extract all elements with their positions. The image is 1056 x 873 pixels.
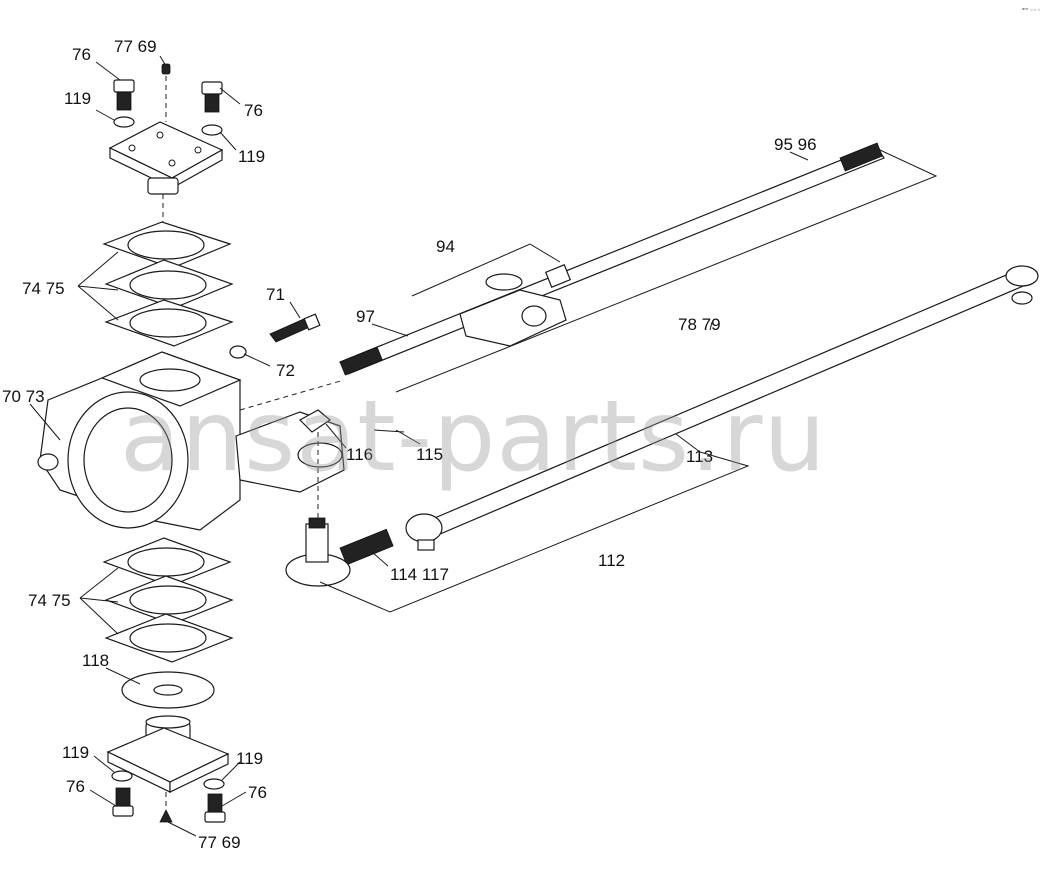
thrust-washer-118 [121, 671, 215, 709]
bolt-71 [269, 313, 321, 343]
label-116: 116 [346, 445, 373, 464]
upper-shims [102, 221, 234, 347]
tie-rod-lower [285, 265, 1039, 613]
label-97: 97 [356, 307, 375, 326]
label-95-96: 95 96 [774, 135, 817, 154]
label-76-bottom-right: 76 [248, 783, 267, 802]
label-76-top-left: 76 [72, 45, 91, 64]
top-cap-assembly [108, 63, 224, 230]
label-119-top-right: 119 [238, 147, 265, 166]
label-74-75-lower: 74 75 [28, 591, 71, 610]
label-76-top-right: 76 [244, 101, 263, 120]
label-114-117: 114 117 [390, 565, 449, 584]
label-74-75-upper: 74 75 [22, 279, 65, 298]
steering-knuckle [37, 351, 345, 531]
tie-rod-upper [339, 142, 938, 393]
label-77-69-bottom: 77 69 [198, 833, 241, 852]
bolt-top-right [201, 81, 223, 113]
label-112: 112 [598, 551, 625, 570]
label-94: 94 [436, 237, 455, 256]
top-cap-plate [108, 121, 224, 195]
label-119-bottom-right: 119 [236, 749, 263, 768]
clamp-94 [459, 264, 572, 347]
washer-top-right [201, 124, 223, 136]
label-113: 113 [686, 447, 713, 466]
label-70-73: 70 73 [2, 387, 45, 406]
label-118: 118 [82, 651, 109, 670]
nut-72 [229, 345, 247, 359]
bolt-top-left [113, 79, 135, 111]
label-119-top-left: 119 [64, 89, 91, 108]
ball-joint-114 [285, 517, 394, 587]
label-77-69-top: 77 69 [114, 37, 157, 56]
label-78-79: 78 79 [678, 315, 721, 334]
label-71: 71 [266, 285, 285, 304]
washer-top-left [113, 116, 135, 128]
leader-lines [29, 55, 809, 837]
lower-shims [102, 537, 234, 663]
corner-mark: ᵃᵐ ◦◦◦ [1022, 7, 1041, 14]
label-72: 72 [276, 361, 295, 380]
bottom-cap-assembly [106, 715, 230, 823]
label-76-bottom-left: 76 [66, 777, 85, 796]
label-115: 115 [416, 445, 443, 464]
watermark-text: ansat-parts.ru [120, 380, 827, 494]
label-119-bottom-left: 119 [62, 743, 89, 762]
grease-nipple-top [161, 63, 171, 75]
